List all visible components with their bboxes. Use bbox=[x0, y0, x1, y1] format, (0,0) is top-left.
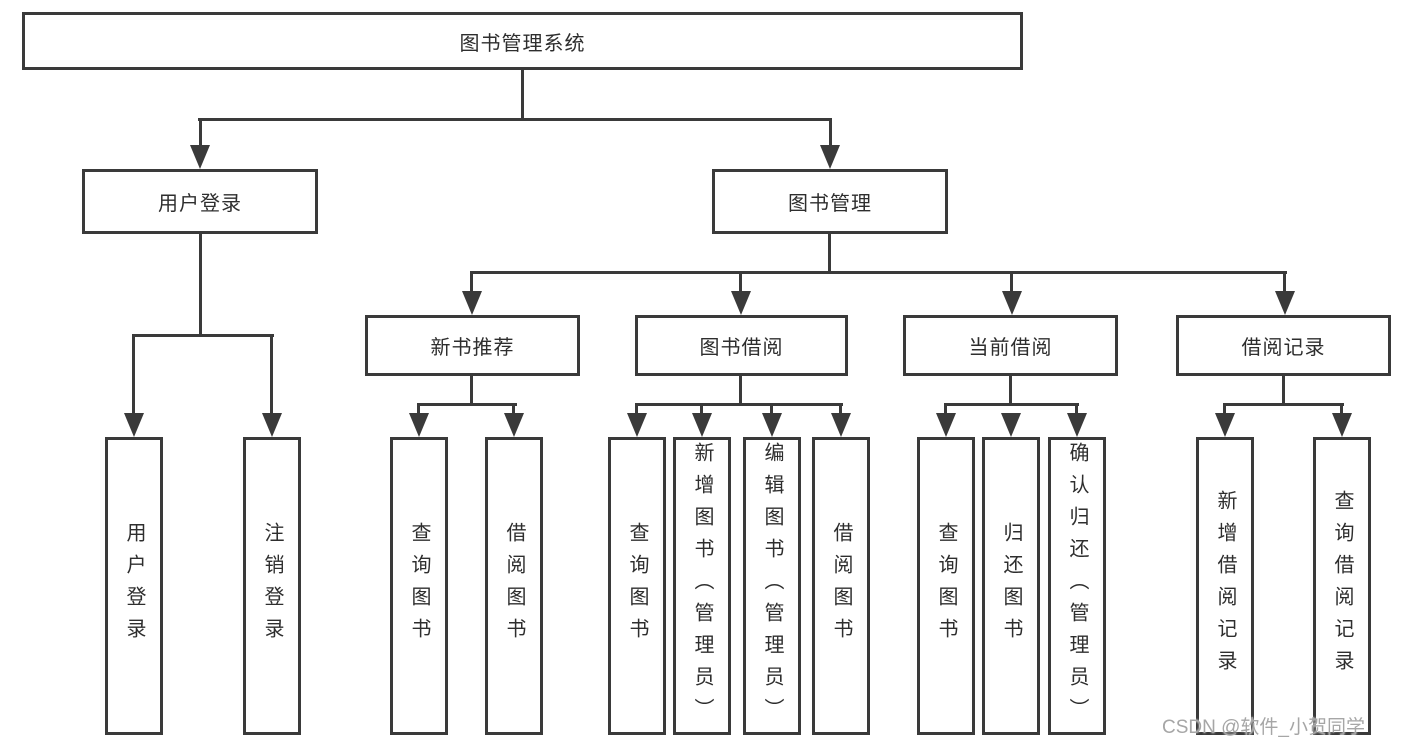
node-borrow-books: 借阅图书 bbox=[812, 437, 870, 735]
arrow-down-icon bbox=[831, 413, 851, 437]
arrow-down-icon bbox=[1215, 413, 1235, 437]
arrow-down-icon bbox=[1067, 413, 1087, 437]
node-user-login-action: 用户登录 bbox=[105, 437, 163, 735]
arrow-down-icon bbox=[692, 413, 712, 437]
node-label: 查询图书 bbox=[408, 522, 430, 650]
node-user-login: 用户登录 bbox=[82, 169, 318, 234]
node-edit-books-admin: 编辑图书（管理员） bbox=[743, 437, 801, 735]
node-borrow-records: 借阅记录 bbox=[1176, 315, 1391, 376]
arrow-down-icon bbox=[762, 413, 782, 437]
connector-line bbox=[199, 234, 202, 336]
arrow-down-icon bbox=[820, 145, 840, 169]
connector-line bbox=[198, 118, 832, 121]
node-label: 查询图书 bbox=[626, 522, 648, 650]
connector-line bbox=[1223, 403, 1226, 416]
connector-line bbox=[1075, 403, 1078, 416]
node-label: 查询借阅记录 bbox=[1331, 490, 1353, 682]
connector-line bbox=[1283, 271, 1286, 293]
connector-line bbox=[770, 403, 773, 416]
arrow-down-icon bbox=[936, 413, 956, 437]
node-current-borrow: 当前借阅 bbox=[903, 315, 1118, 376]
node-add-borrow-record: 新增借阅记录 bbox=[1196, 437, 1254, 735]
connector-line bbox=[521, 70, 524, 120]
node-query-books-current: 查询图书 bbox=[917, 437, 975, 735]
node-label: 借阅图书 bbox=[503, 522, 525, 650]
arrow-down-icon bbox=[1332, 413, 1352, 437]
node-label: 借阅图书 bbox=[830, 522, 852, 650]
connector-line bbox=[470, 271, 473, 293]
arrow-down-icon bbox=[124, 413, 144, 437]
connector-line bbox=[132, 334, 274, 337]
connector-line bbox=[512, 403, 515, 416]
node-label: 借阅记录 bbox=[1241, 337, 1326, 359]
node-label: 新增图书（管理员） bbox=[691, 442, 713, 730]
node-new-book-recommend: 新书推荐 bbox=[365, 315, 580, 376]
connector-line bbox=[944, 403, 1079, 406]
connector-line bbox=[635, 403, 843, 406]
arrow-down-icon bbox=[627, 413, 647, 437]
connector-line bbox=[828, 234, 831, 273]
node-label: 归还图书 bbox=[1000, 522, 1022, 650]
connector-line bbox=[1009, 376, 1012, 406]
node-add-books-admin: 新增图书（管理员） bbox=[673, 437, 731, 735]
connector-line bbox=[1010, 271, 1013, 293]
node-borrow-books-recommend: 借阅图书 bbox=[485, 437, 543, 735]
arrow-down-icon bbox=[731, 291, 751, 315]
node-book-management: 图书管理 bbox=[712, 169, 948, 234]
node-label: 查询图书 bbox=[935, 522, 957, 650]
connector-line bbox=[839, 403, 842, 416]
arrow-down-icon bbox=[262, 413, 282, 437]
node-book-borrow: 图书借阅 bbox=[635, 315, 848, 376]
node-label: 新书推荐 bbox=[430, 337, 515, 359]
node-label: 图书管理 bbox=[788, 193, 872, 215]
connector-line bbox=[1223, 403, 1344, 406]
arrow-down-icon bbox=[1001, 413, 1021, 437]
arrow-down-icon bbox=[462, 291, 482, 315]
connector-line bbox=[944, 403, 947, 416]
watermark: CSDN @软件_小贺同学 bbox=[1162, 717, 1365, 738]
connector-line bbox=[739, 271, 742, 293]
connector-line bbox=[1340, 403, 1343, 416]
connector-line bbox=[700, 403, 703, 416]
node-label: 图书借阅 bbox=[699, 337, 784, 359]
connector-line bbox=[199, 118, 202, 146]
node-logout-action: 注销登录 bbox=[243, 437, 301, 735]
arrow-down-icon bbox=[1002, 291, 1022, 315]
connector-line bbox=[270, 334, 273, 416]
connector-line bbox=[635, 403, 638, 416]
arrow-down-icon bbox=[409, 413, 429, 437]
connector-line bbox=[417, 403, 420, 416]
node-query-books-borrow: 查询图书 bbox=[608, 437, 666, 735]
node-label: 注销登录 bbox=[261, 522, 283, 650]
arrow-down-icon bbox=[504, 413, 524, 437]
connector-line bbox=[829, 118, 832, 146]
node-return-books: 归还图书 bbox=[982, 437, 1040, 735]
node-query-borrow-record: 查询借阅记录 bbox=[1313, 437, 1371, 735]
connector-line bbox=[470, 376, 473, 406]
connector-line bbox=[1282, 376, 1285, 406]
connector-line bbox=[739, 376, 742, 406]
node-label: 用户登录 bbox=[123, 522, 145, 650]
node-label: 图书管理系统 bbox=[459, 32, 586, 55]
connector-line bbox=[470, 271, 1287, 274]
node-label: 新增借阅记录 bbox=[1214, 490, 1236, 682]
arrow-down-icon bbox=[1275, 291, 1295, 315]
node-label: 确认归还（管理员） bbox=[1066, 442, 1088, 730]
node-query-books-recommend: 查询图书 bbox=[390, 437, 448, 735]
arrow-down-icon bbox=[190, 145, 210, 169]
node-label: 编辑图书（管理员） bbox=[761, 442, 783, 730]
node-confirm-return-admin: 确认归还（管理员） bbox=[1048, 437, 1106, 735]
connector-line bbox=[132, 334, 135, 416]
node-library-system: 图书管理系统 bbox=[22, 12, 1023, 70]
node-label: 用户登录 bbox=[158, 193, 242, 215]
node-label: 当前借阅 bbox=[968, 337, 1053, 359]
connector-line bbox=[417, 403, 517, 406]
